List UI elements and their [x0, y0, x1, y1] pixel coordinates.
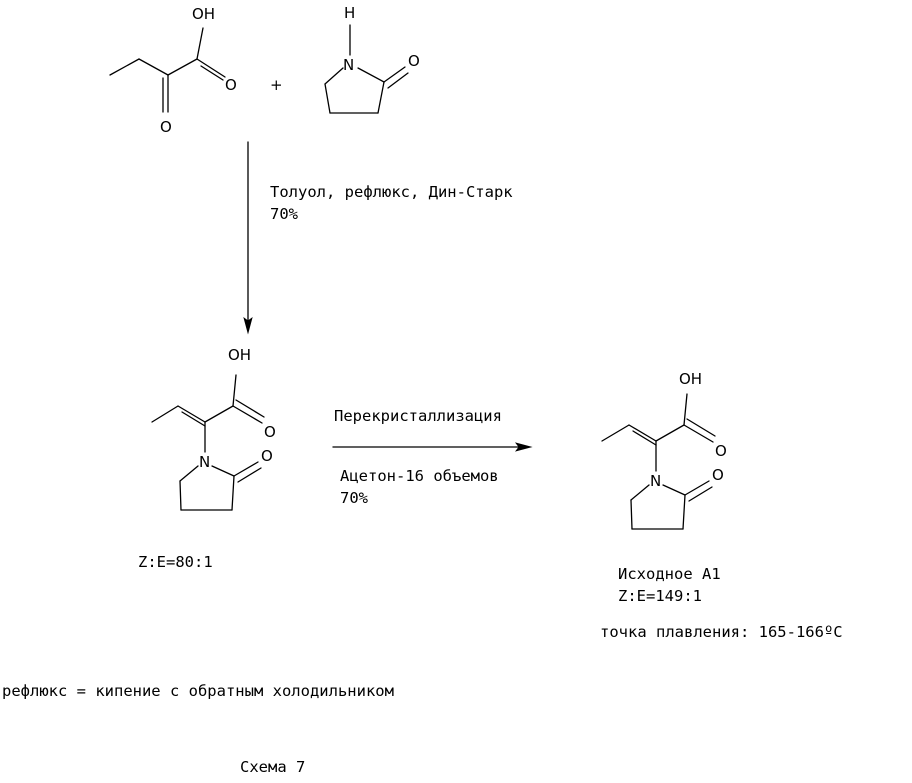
step2-solvent: Ацетон-16 объемов	[340, 467, 499, 485]
pyrrolidinone-structure: H N O	[324, 4, 420, 114]
reaction-arrow-right	[332, 442, 533, 452]
oxygen-label: O	[261, 447, 273, 465]
oxygen-label: O	[160, 118, 172, 136]
oxygen-label: O	[715, 442, 727, 460]
hydroxyl-label: OH	[228, 346, 251, 364]
plus-sign: +	[270, 76, 283, 94]
hydroxyl-label: OH	[679, 370, 702, 388]
step2-reagent: Перекристаллизация	[334, 407, 502, 425]
intermediate-structure: OH O N O	[151, 346, 276, 511]
oxygen-label: O	[712, 466, 724, 484]
ketobutyric-acid-structure: OH O O	[109, 5, 237, 136]
oxygen-label: O	[264, 423, 276, 441]
step1-conditions: Толуол, рефлюкс, Дин-Старк	[270, 183, 513, 201]
melting-point: точка плавления: 165-166ºC	[600, 623, 843, 641]
intermediate-ratio: Z:E=80:1	[138, 553, 213, 571]
nitrogen-label: N	[650, 472, 661, 490]
product-ratio: Z:E=149:1	[618, 587, 702, 605]
reaction-arrow-down	[243, 141, 253, 335]
oxygen-label: O	[225, 76, 237, 94]
footnote: рефлюкс = кипение с обратным холодильник…	[2, 682, 394, 700]
nitrogen-label: N	[343, 56, 354, 74]
hydrogen-label: H	[344, 4, 355, 22]
scheme-caption: Схема 7	[240, 758, 306, 776]
nitrogen-label: N	[199, 453, 210, 471]
product-name: Исходное А1	[618, 565, 721, 583]
step1-yield: 70%	[270, 205, 298, 223]
product-structure: OH O N O	[601, 370, 727, 530]
step2-yield: 70%	[340, 489, 368, 507]
hydroxyl-label: OH	[192, 5, 215, 23]
oxygen-label: O	[408, 52, 420, 70]
